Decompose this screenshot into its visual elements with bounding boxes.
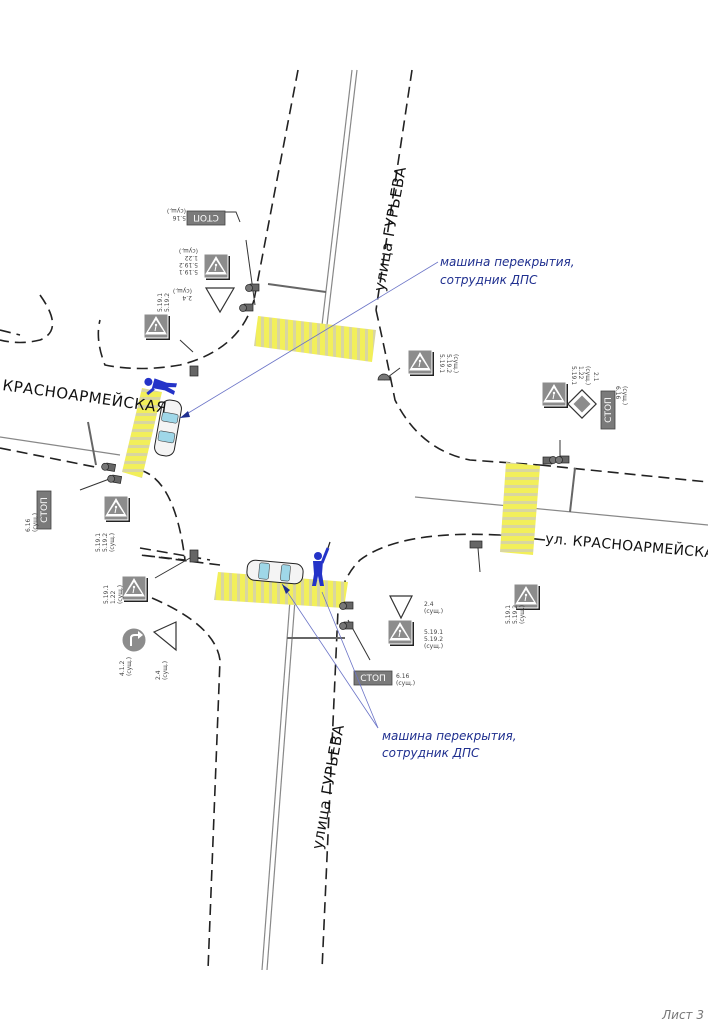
sign-code: 6.16	[25, 518, 32, 532]
sign-code: (сущ.)	[424, 608, 443, 615]
north-road-east-edge	[375, 69, 413, 311]
give-way-sign-s	[389, 595, 413, 620]
sign-code: 5.19.2	[179, 261, 198, 268]
blocking-car-west	[154, 399, 182, 457]
sign-code: (сущ.)	[126, 657, 133, 676]
stop-text: СТОП	[193, 212, 219, 222]
stop-text: СТОП	[360, 674, 386, 684]
stop-plate-s: СТОП	[353, 670, 393, 686]
sign-code: 5.19.1	[570, 366, 577, 385]
sign-code: 5.19.1	[438, 354, 445, 373]
crosswalk-north	[254, 316, 376, 362]
pedestrian-crossing-sign-sw	[121, 575, 149, 603]
east-road-north-edge	[539, 464, 708, 483]
sign-code: 5.19.2	[512, 605, 519, 624]
street-name-east: ул. КРАСНОАРМЕЙСКАЯ	[545, 529, 708, 563]
sign-code: (сущ.)	[179, 247, 198, 254]
pedestrian-crossing-sign-nw	[203, 253, 231, 281]
stop-plate-n: СТОП	[186, 210, 226, 226]
give-way-sign-nw	[204, 287, 236, 314]
sign-code: 5.19.2	[164, 293, 171, 312]
ne-corner-curve	[375, 309, 541, 466]
sign-code: 5.19.1	[179, 268, 198, 275]
street-name-west: КРАСНОАРМЕЙСКАЯ	[1, 375, 168, 417]
sign-code: 5.19.1	[424, 629, 443, 636]
note-north: машина перекрытия, сотрудник ДПС	[179, 255, 575, 419]
stop-text: СТОП	[604, 397, 614, 423]
stop-plate-w: СТОП	[36, 490, 52, 530]
stop-text: СТОП	[40, 497, 50, 523]
sign-code: 5.19.2	[445, 354, 452, 373]
crosswalk-east	[500, 462, 540, 555]
note-north-line1: машина перекрытия,	[440, 255, 575, 269]
sign-code: (сущ.)	[162, 661, 169, 680]
turn-right-sign	[121, 627, 147, 653]
sw-corner-curve	[139, 469, 221, 566]
west-road-north-edge	[0, 329, 21, 336]
note-south-line2: сотрудник ДПС	[382, 746, 480, 760]
north-road-west-edge	[253, 69, 299, 301]
sign-code: (сущ.)	[396, 680, 415, 687]
sign-code: 4.1.2	[119, 661, 126, 676]
officer-west	[144, 377, 178, 396]
sign-code: 5.16	[172, 214, 186, 221]
officer-south	[312, 541, 331, 586]
sign-code: (сущ.)	[117, 585, 124, 604]
sign-code: 2.1	[592, 372, 599, 382]
sign-code: 6.16	[396, 673, 410, 680]
sign-code: (сущ.)	[621, 386, 628, 405]
sign-code: (сущ.)	[424, 643, 443, 650]
road-edges	[0, 69, 708, 971]
sign-code: 1.22	[184, 254, 198, 261]
sign-code: 5.19.1	[157, 293, 164, 312]
sheet-number: Лист 3	[662, 1008, 704, 1022]
sign-code: 1.22	[577, 366, 584, 380]
sign-code: 2.4	[155, 670, 162, 680]
sign-code: 1.22	[110, 590, 117, 604]
sign-code: (сущ.)	[109, 533, 116, 552]
w-bottom-edge	[139, 547, 211, 561]
note-north-line2: сотрудник ДПС	[440, 273, 538, 287]
sign-code: (сущ.)	[584, 366, 591, 385]
pedestrian-crossing-sign-s	[387, 619, 415, 647]
crosswalks	[122, 316, 540, 608]
sign-code: 2.4	[182, 294, 192, 301]
sign-heads	[100, 283, 570, 630]
sign-code: (сущ.)	[173, 287, 192, 294]
sign-code: 5.19.2	[424, 636, 443, 643]
crosswalk-west	[122, 388, 162, 478]
se-corner-curve	[321, 533, 501, 971]
street-name-south: улица ГУРЬЕВА	[308, 723, 348, 851]
pedestrian-crossing-sign-ne	[541, 381, 569, 409]
pedestrian-crossing-sign-n	[407, 349, 435, 377]
stop-plate-ne: СТОП	[600, 390, 616, 430]
sign-code: 5.19.2	[102, 533, 109, 552]
far-west-curb	[0, 294, 54, 344]
note-south-line1: машина перекрытия,	[382, 729, 517, 743]
sign-code: 5.19.1	[505, 605, 512, 624]
sign-code: 6.16	[614, 386, 621, 400]
pedestrian-crossing-sign-nw-low	[143, 313, 171, 341]
sign-code-labels: 5.16 (сущ.) 5.19.1 5.19.2 1.22 (сущ.) 2.…	[25, 207, 628, 687]
sign-code: 2.4	[424, 601, 434, 608]
south-road-west-edge	[151, 597, 221, 971]
solid-lines	[0, 69, 708, 971]
sign-code: 5.19.1	[95, 533, 102, 552]
give-way-sign-sw	[152, 621, 177, 652]
note-south: машина перекрытия, сотрудник ДПС	[281, 583, 517, 760]
blocking-car-south	[246, 559, 304, 585]
nw-corner-curve	[97, 299, 255, 370]
sign-code: (сущ.)	[32, 513, 39, 532]
street-name-north: улица ГУРЬЕВА	[370, 165, 410, 293]
west-road-south-edge	[0, 447, 101, 469]
sign-code: 5.19.1	[103, 585, 110, 604]
sign-code: (сущ.)	[452, 354, 459, 373]
pedestrian-crossing-sign-w	[103, 495, 131, 523]
sign-code: (сущ.)	[519, 605, 526, 624]
sign-code: (сущ.)	[167, 207, 186, 214]
priority-road-sign	[567, 389, 597, 419]
